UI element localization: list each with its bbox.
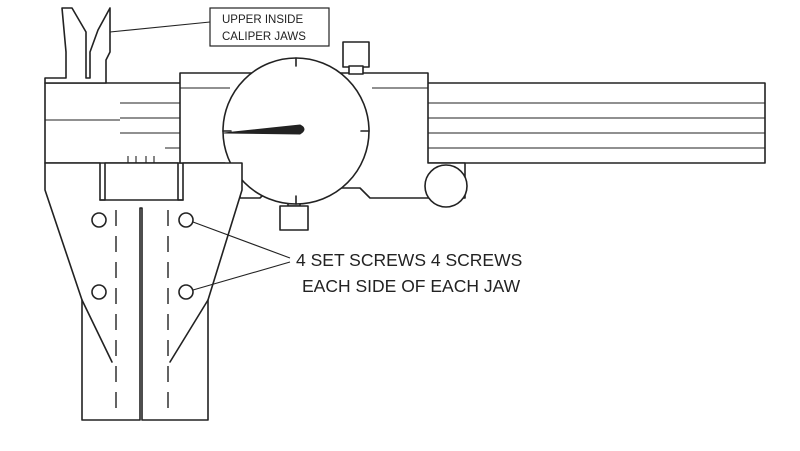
upper-inside-caliper-jaws bbox=[44, 7, 111, 84]
set-screw bbox=[91, 284, 107, 300]
callout-upper-jaws-line2: CALIPER JAWS bbox=[222, 31, 306, 43]
outside-jaws bbox=[44, 162, 243, 421]
set-screws bbox=[91, 212, 194, 300]
set-screw bbox=[178, 212, 194, 228]
callout-upper-jaws-box bbox=[209, 7, 330, 47]
callout-upper-jaws: UPPER INSIDE CALIPER JAWS bbox=[209, 7, 330, 47]
callout-set-screws: 4 SET SCREWS 4 SCREWS EACH SIDE OF EACH … bbox=[296, 250, 522, 296]
callout-set-screws-line1: 4 SET SCREWS 4 SCREWS bbox=[296, 250, 522, 270]
dial-needle bbox=[223, 124, 305, 135]
set-screw bbox=[178, 284, 194, 300]
leader-lines bbox=[109, 21, 291, 291]
vernier-ticks bbox=[127, 156, 155, 163]
thumb-roller bbox=[424, 164, 468, 208]
set-screw bbox=[91, 212, 107, 228]
bezel-lock-top bbox=[342, 41, 370, 75]
callout-set-screws-line2: EACH SIDE OF EACH JAW bbox=[302, 276, 521, 296]
dial-face bbox=[222, 57, 370, 205]
jaw-centerlines bbox=[115, 210, 169, 418]
callout-upper-jaws-line1: UPPER INSIDE bbox=[222, 14, 303, 26]
